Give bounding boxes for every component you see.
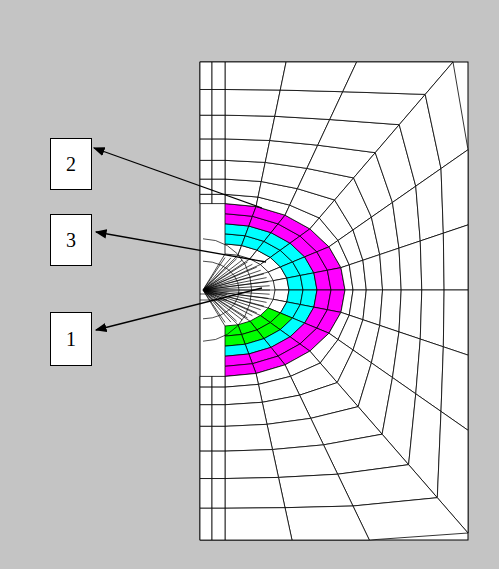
mesh-element: [399, 290, 422, 339]
mesh-line: [203, 255, 238, 290]
mesh-element: [225, 115, 275, 140]
mesh-element: [212, 508, 225, 540]
mesh-element: [212, 387, 225, 405]
mesh-element: [212, 160, 225, 179]
leader-line: [96, 288, 262, 330]
mesh-element: [285, 506, 369, 540]
mesh-element: [200, 405, 212, 427]
mesh-element: [200, 160, 212, 179]
callout-number: 1: [66, 328, 76, 350]
mesh-element: [443, 290, 468, 355]
mesh-element: [212, 451, 225, 478]
mesh-element: [212, 405, 225, 427]
mesh-line: [203, 286, 270, 290]
mesh-element: [420, 290, 444, 347]
mesh-element: [225, 160, 265, 181]
mesh-element: [212, 62, 225, 89]
mesh-element: [212, 139, 225, 160]
mesh-line: [203, 261, 239, 319]
mesh-element: [278, 474, 352, 507]
mesh-element: [200, 194, 212, 203]
mesh-element: [200, 89, 212, 115]
mesh-line: [203, 239, 252, 341]
mesh-cells: [200, 62, 468, 540]
mesh-element: [200, 426, 212, 451]
mesh-element: [273, 278, 289, 290]
callout-number: 2: [66, 153, 76, 175]
mesh-element: [225, 89, 280, 116]
mesh-element: [212, 115, 225, 139]
mesh-element: [380, 248, 401, 290]
mesh-element: [212, 376, 225, 387]
mesh-element: [380, 290, 401, 332]
mesh-element: [200, 387, 212, 405]
mesh-element: [200, 62, 212, 89]
mesh-element: [212, 194, 225, 203]
mesh-element: [272, 445, 337, 478]
leader-line: [96, 232, 266, 262]
mesh-element: [416, 169, 444, 241]
mesh-element: [212, 426, 225, 451]
mesh-element: [225, 139, 270, 162]
mesh-element: [267, 418, 323, 449]
mesh-element: [200, 376, 212, 387]
mesh-element: [441, 150, 468, 233]
mesh-element: [225, 384, 262, 404]
mesh-element: [225, 424, 272, 451]
mesh-element: [212, 89, 225, 115]
callout-box: 1: [50, 312, 92, 366]
mesh-line: [203, 290, 231, 322]
callout-number: 3: [66, 229, 76, 251]
mesh-element: [225, 508, 292, 540]
mesh-element: [443, 225, 468, 290]
mesh-element: [399, 241, 422, 290]
mesh-line: [200, 294, 227, 295]
mesh-element: [420, 233, 444, 290]
leader-lines: [94, 148, 266, 330]
mesh-element: [200, 508, 212, 540]
mesh-element: [225, 62, 286, 90]
mesh-element: [425, 62, 468, 169]
mesh-element: [225, 402, 267, 426]
mesh-boundary: [200, 62, 468, 540]
mesh-element: [225, 450, 278, 479]
mesh-element: [200, 479, 212, 509]
mesh-element: [225, 477, 285, 508]
leader-line: [94, 148, 262, 208]
mesh-element: [353, 498, 468, 540]
mesh-element: [225, 179, 261, 197]
callout-box: 3: [50, 214, 92, 266]
mesh-line: [203, 274, 264, 290]
mesh-line: [203, 264, 252, 290]
mesh-element: [200, 115, 212, 139]
mesh-element: [363, 290, 383, 325]
mesh-element: [200, 139, 212, 160]
mesh-element: [200, 451, 212, 478]
mesh-element: [212, 479, 225, 509]
mesh-element: [363, 255, 383, 290]
callout-box: 2: [50, 138, 92, 190]
mesh-element: [392, 186, 420, 248]
mesh-line: [203, 290, 237, 321]
